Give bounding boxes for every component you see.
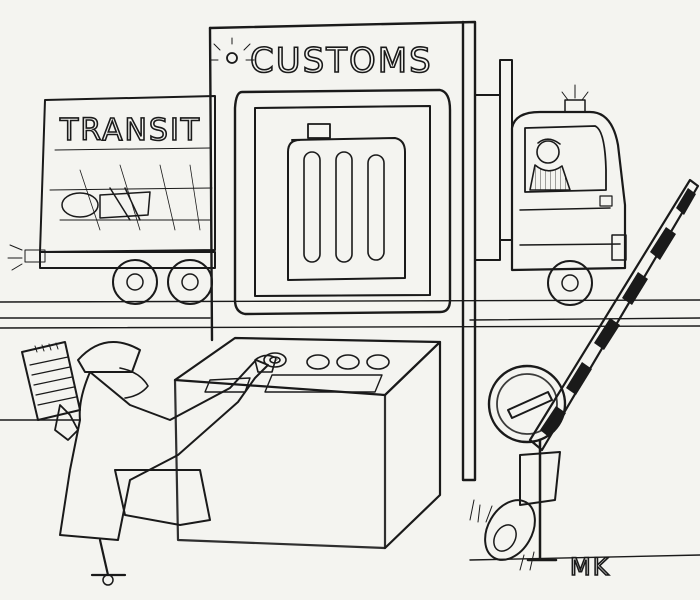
keypad (264, 374, 383, 393)
driver (529, 138, 571, 191)
officer-cap (77, 341, 141, 373)
no-entry-sign (487, 364, 567, 444)
transit-trailer: TRANSIT (7, 95, 216, 271)
trailer-label: TRANSIT (59, 113, 201, 148)
booth-sign: CUSTOMS (250, 41, 433, 81)
truck-cab (474, 59, 627, 306)
control-knobs (263, 352, 390, 370)
barrier-counterweight (484, 499, 536, 561)
barrier-gate (484, 178, 700, 562)
officer-clipboard (21, 341, 81, 421)
barrier-stripes (540, 188, 696, 438)
grass-tufts (469, 499, 535, 571)
cab-roof-lamp (564, 99, 586, 113)
artist-signature: MK (570, 553, 610, 581)
trailer-tarp-emblem (61, 187, 151, 221)
control-desk (173, 336, 442, 550)
customs-booth: CUSTOMS (208, 20, 477, 482)
canister-xray (287, 123, 406, 281)
trailer-wheels (112, 259, 213, 305)
trailer-lamp (24, 249, 46, 263)
scanner-screen (233, 88, 452, 316)
canister-cap (307, 123, 331, 139)
booth-lamp (209, 37, 255, 64)
ground-lines (0, 299, 700, 561)
